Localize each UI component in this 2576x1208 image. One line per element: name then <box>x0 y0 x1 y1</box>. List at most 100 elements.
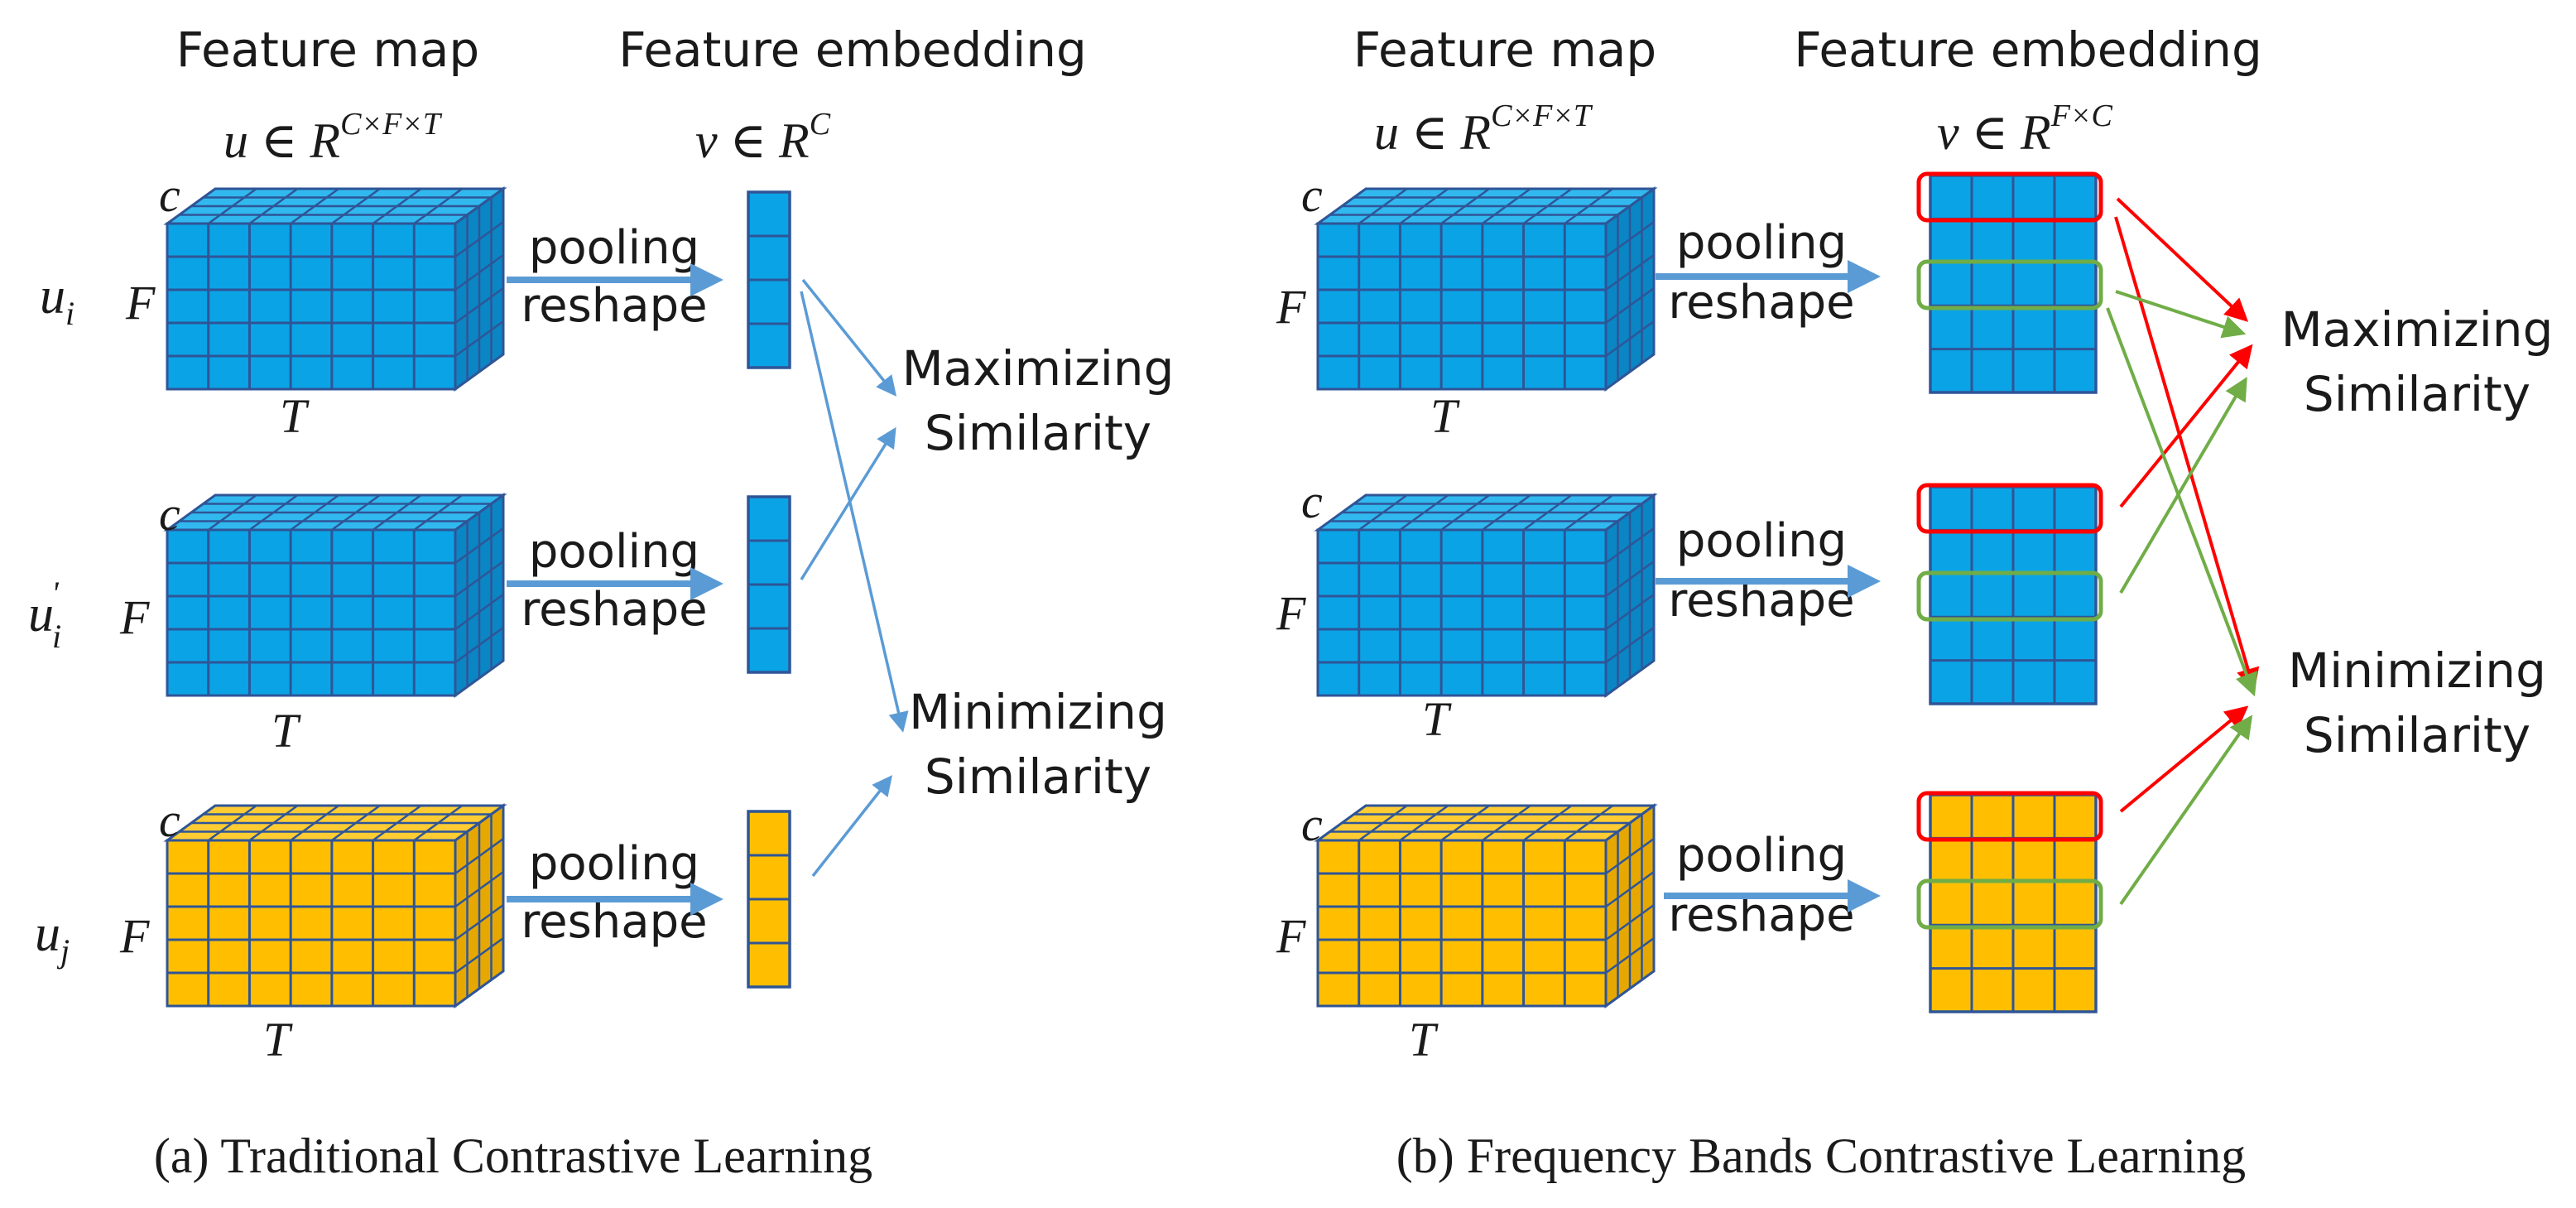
cube-front-face <box>1316 528 1608 697</box>
row-label-uip-base: u <box>28 586 54 643</box>
grid-line <box>1440 493 1490 532</box>
panel-b-header-feature-map: Feature map <box>1353 22 1656 78</box>
grid-line <box>372 804 422 842</box>
feature-map-cube <box>163 186 507 392</box>
axis-c-label: c <box>159 793 180 847</box>
grid-line <box>1522 804 1573 842</box>
grid-line <box>290 493 339 532</box>
grid-line <box>1399 804 1449 842</box>
grid-line <box>1564 493 1614 532</box>
grid-line <box>331 493 381 532</box>
reshape-label: reshape <box>521 279 707 333</box>
grid-line <box>413 804 464 842</box>
similarity-arrow-red <box>2114 216 2260 692</box>
grid-line <box>1605 870 1655 908</box>
frequency-band-highlight-green <box>1916 878 2103 930</box>
grid-line <box>1605 220 1655 258</box>
cube-front-face <box>166 528 457 697</box>
grid-line <box>454 936 504 975</box>
grid-line <box>454 527 504 565</box>
grid-line <box>1605 560 1655 598</box>
feature-embedding-matrix <box>1929 485 2098 705</box>
panel-a-header-feature-map: Feature map <box>176 22 479 78</box>
similarity-arrow-red <box>2119 705 2249 813</box>
grid-line <box>1605 527 1655 565</box>
grid-line <box>454 560 504 598</box>
grid-line <box>1482 804 1531 842</box>
row-label-ui-prime: ui ' <box>28 575 61 655</box>
panel-a-formula-u: u ∈ RC×F×T <box>223 107 443 168</box>
axis-f-label: F <box>1276 909 1306 963</box>
pooling-label: pooling <box>529 525 699 579</box>
axis-t-label: T <box>272 704 301 758</box>
similarity-arrow <box>800 291 909 733</box>
pooling-label: pooling <box>1676 216 1847 270</box>
grid-line <box>413 187 464 225</box>
frequency-band-highlight-green <box>1916 570 2103 622</box>
formula-u-superscript: C×F×T <box>1491 99 1593 133</box>
feature-embedding-matrix <box>1929 793 2098 1013</box>
axis-f-label: F <box>1276 586 1306 640</box>
similarity-label: Similarity <box>2304 707 2530 763</box>
formula-v-superscript: F×C <box>2050 99 2113 133</box>
row-label-uj-base: u <box>35 906 60 962</box>
cube-front-face <box>166 222 457 391</box>
grid-line <box>1522 493 1573 532</box>
formula-u-superscript: C×F×T <box>340 107 443 142</box>
grid-line <box>1605 320 1655 358</box>
grid-line <box>372 187 422 225</box>
similarity-arrow-green <box>2106 307 2258 697</box>
grid-line <box>1358 187 1408 225</box>
row-label-uip-sub: i <box>52 618 61 655</box>
reshape-label: reshape <box>521 895 707 949</box>
similarity-label: Similarity <box>925 405 1151 461</box>
formula-v-base: ν ∈ R <box>695 113 810 168</box>
pooling-label: pooling <box>1676 514 1847 568</box>
grid-line <box>207 804 257 842</box>
feature-map-cube <box>1314 186 1658 392</box>
grid-line <box>331 187 381 225</box>
maximizing-label: Maximizing <box>902 340 1175 397</box>
grid-line <box>1605 593 1655 631</box>
panel-a-caption: (a) Traditional Contrastive Learning <box>154 1129 872 1183</box>
grid-line <box>454 593 504 631</box>
cube-front-face <box>1316 222 1608 391</box>
pooling-label: pooling <box>529 221 699 275</box>
pooling-label: pooling <box>1676 829 1847 883</box>
axis-t-label: T <box>1430 389 1460 443</box>
frequency-band-highlight-green <box>1916 259 2103 310</box>
grid-line <box>454 903 504 941</box>
axis-f-label: F <box>125 276 156 330</box>
feature-map-cube <box>163 803 507 1008</box>
grid-line <box>372 493 422 532</box>
formula-u-base: u ∈ R <box>223 113 340 168</box>
grid-line <box>207 493 257 532</box>
grid-line <box>1399 493 1449 532</box>
similarity-label: Similarity <box>2304 366 2530 422</box>
panel-b: Feature map Feature embedding u ∈ RC×F×T… <box>1276 22 2553 1183</box>
similarity-arrow-red <box>2119 344 2253 508</box>
frequency-band-highlight-red <box>1916 171 2103 223</box>
grid-line <box>1605 253 1655 291</box>
axis-c-label: c <box>159 168 180 222</box>
grid-line <box>1605 286 1655 325</box>
formula-u-base: u ∈ R <box>1374 105 1491 160</box>
reshape-label: reshape <box>521 583 707 637</box>
grid-line <box>1564 804 1614 842</box>
similarity-arrow <box>801 278 897 397</box>
similarity-label: Similarity <box>925 748 1151 805</box>
similarity-arrow-green <box>2115 290 2247 339</box>
row-label-ui-sub: i <box>65 295 74 332</box>
feature-map-cube <box>163 493 507 698</box>
feature-embedding-vector <box>747 190 791 369</box>
axis-c-label: c <box>1301 797 1323 851</box>
grid-line <box>1605 626 1655 664</box>
feature-embedding-vector <box>747 495 791 674</box>
row-label-uip-prime: ' <box>51 575 60 612</box>
feature-map-cube <box>1314 803 1658 1008</box>
minimizing-label: Minimizing <box>909 684 1167 740</box>
grid-line <box>1358 493 1408 532</box>
axis-f-label: F <box>119 590 150 644</box>
panel-a: Feature map Feature embedding u ∈ RC×F×T… <box>28 22 1174 1183</box>
